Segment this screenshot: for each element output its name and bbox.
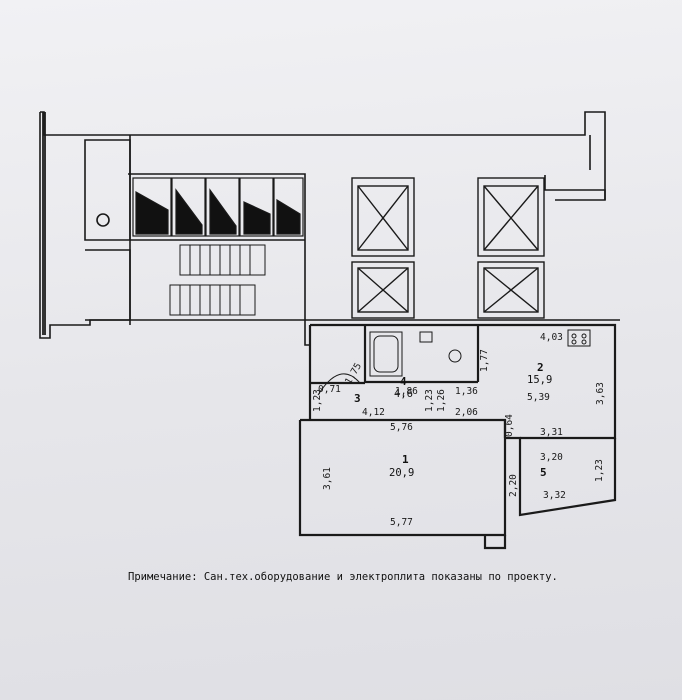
room-1-number: 1 xyxy=(402,453,409,466)
dim-room5-right: 1,23 xyxy=(594,459,605,482)
shafts xyxy=(132,177,304,237)
dim-room2-right: 3,63 xyxy=(595,382,606,405)
room-4-area: 4,6 xyxy=(394,388,413,400)
dim-hall-b: 2,06 xyxy=(455,407,478,418)
dim-hall-e: 1,23 xyxy=(424,389,435,412)
dim-room5-top: 3,20 xyxy=(540,452,563,463)
dim-room1-left: 3,61 xyxy=(322,467,333,490)
room-2-number: 2 xyxy=(537,361,544,374)
dim-room1-bottom: 5,77 xyxy=(390,517,413,528)
elevators xyxy=(351,177,545,319)
dim-hall-d: 1,26 xyxy=(436,389,447,412)
dim-room5-left: 2,20 xyxy=(508,474,519,497)
dim-hall-f: 0,71 xyxy=(318,384,341,395)
dim-room4-bottom: 1,86 xyxy=(395,386,418,397)
room-4-number: 4 xyxy=(400,375,407,388)
dim-room2-left: 1,77 xyxy=(479,349,490,372)
staircase xyxy=(169,244,266,316)
room-2-area: 15,9 xyxy=(527,374,552,386)
dim-hall-c: 1,23 xyxy=(312,389,323,412)
dim-room5-bottom: 3,32 xyxy=(543,490,566,501)
room-5-number: 5 xyxy=(540,466,547,479)
plan-note: Примечание: Сан.тех.оборудование и элект… xyxy=(128,571,558,583)
apartment-walls xyxy=(298,323,617,550)
dim-room2-top: 4,03 xyxy=(540,332,563,343)
apartment-fixtures xyxy=(317,329,591,396)
dim-hall-a: 4,12 xyxy=(362,407,385,418)
dim-room1-top: 5,76 xyxy=(390,422,413,433)
dim-room2-mid: 5,39 xyxy=(527,392,550,403)
dim-hall-h: 0,64 xyxy=(504,414,515,437)
common-area xyxy=(39,111,620,346)
room-3-number: 3 xyxy=(354,392,361,405)
dim-room2-bottom: 3,31 xyxy=(540,427,563,438)
dim-room4-right: 1,36 xyxy=(455,386,478,397)
room-1-area: 20,9 xyxy=(389,467,414,479)
